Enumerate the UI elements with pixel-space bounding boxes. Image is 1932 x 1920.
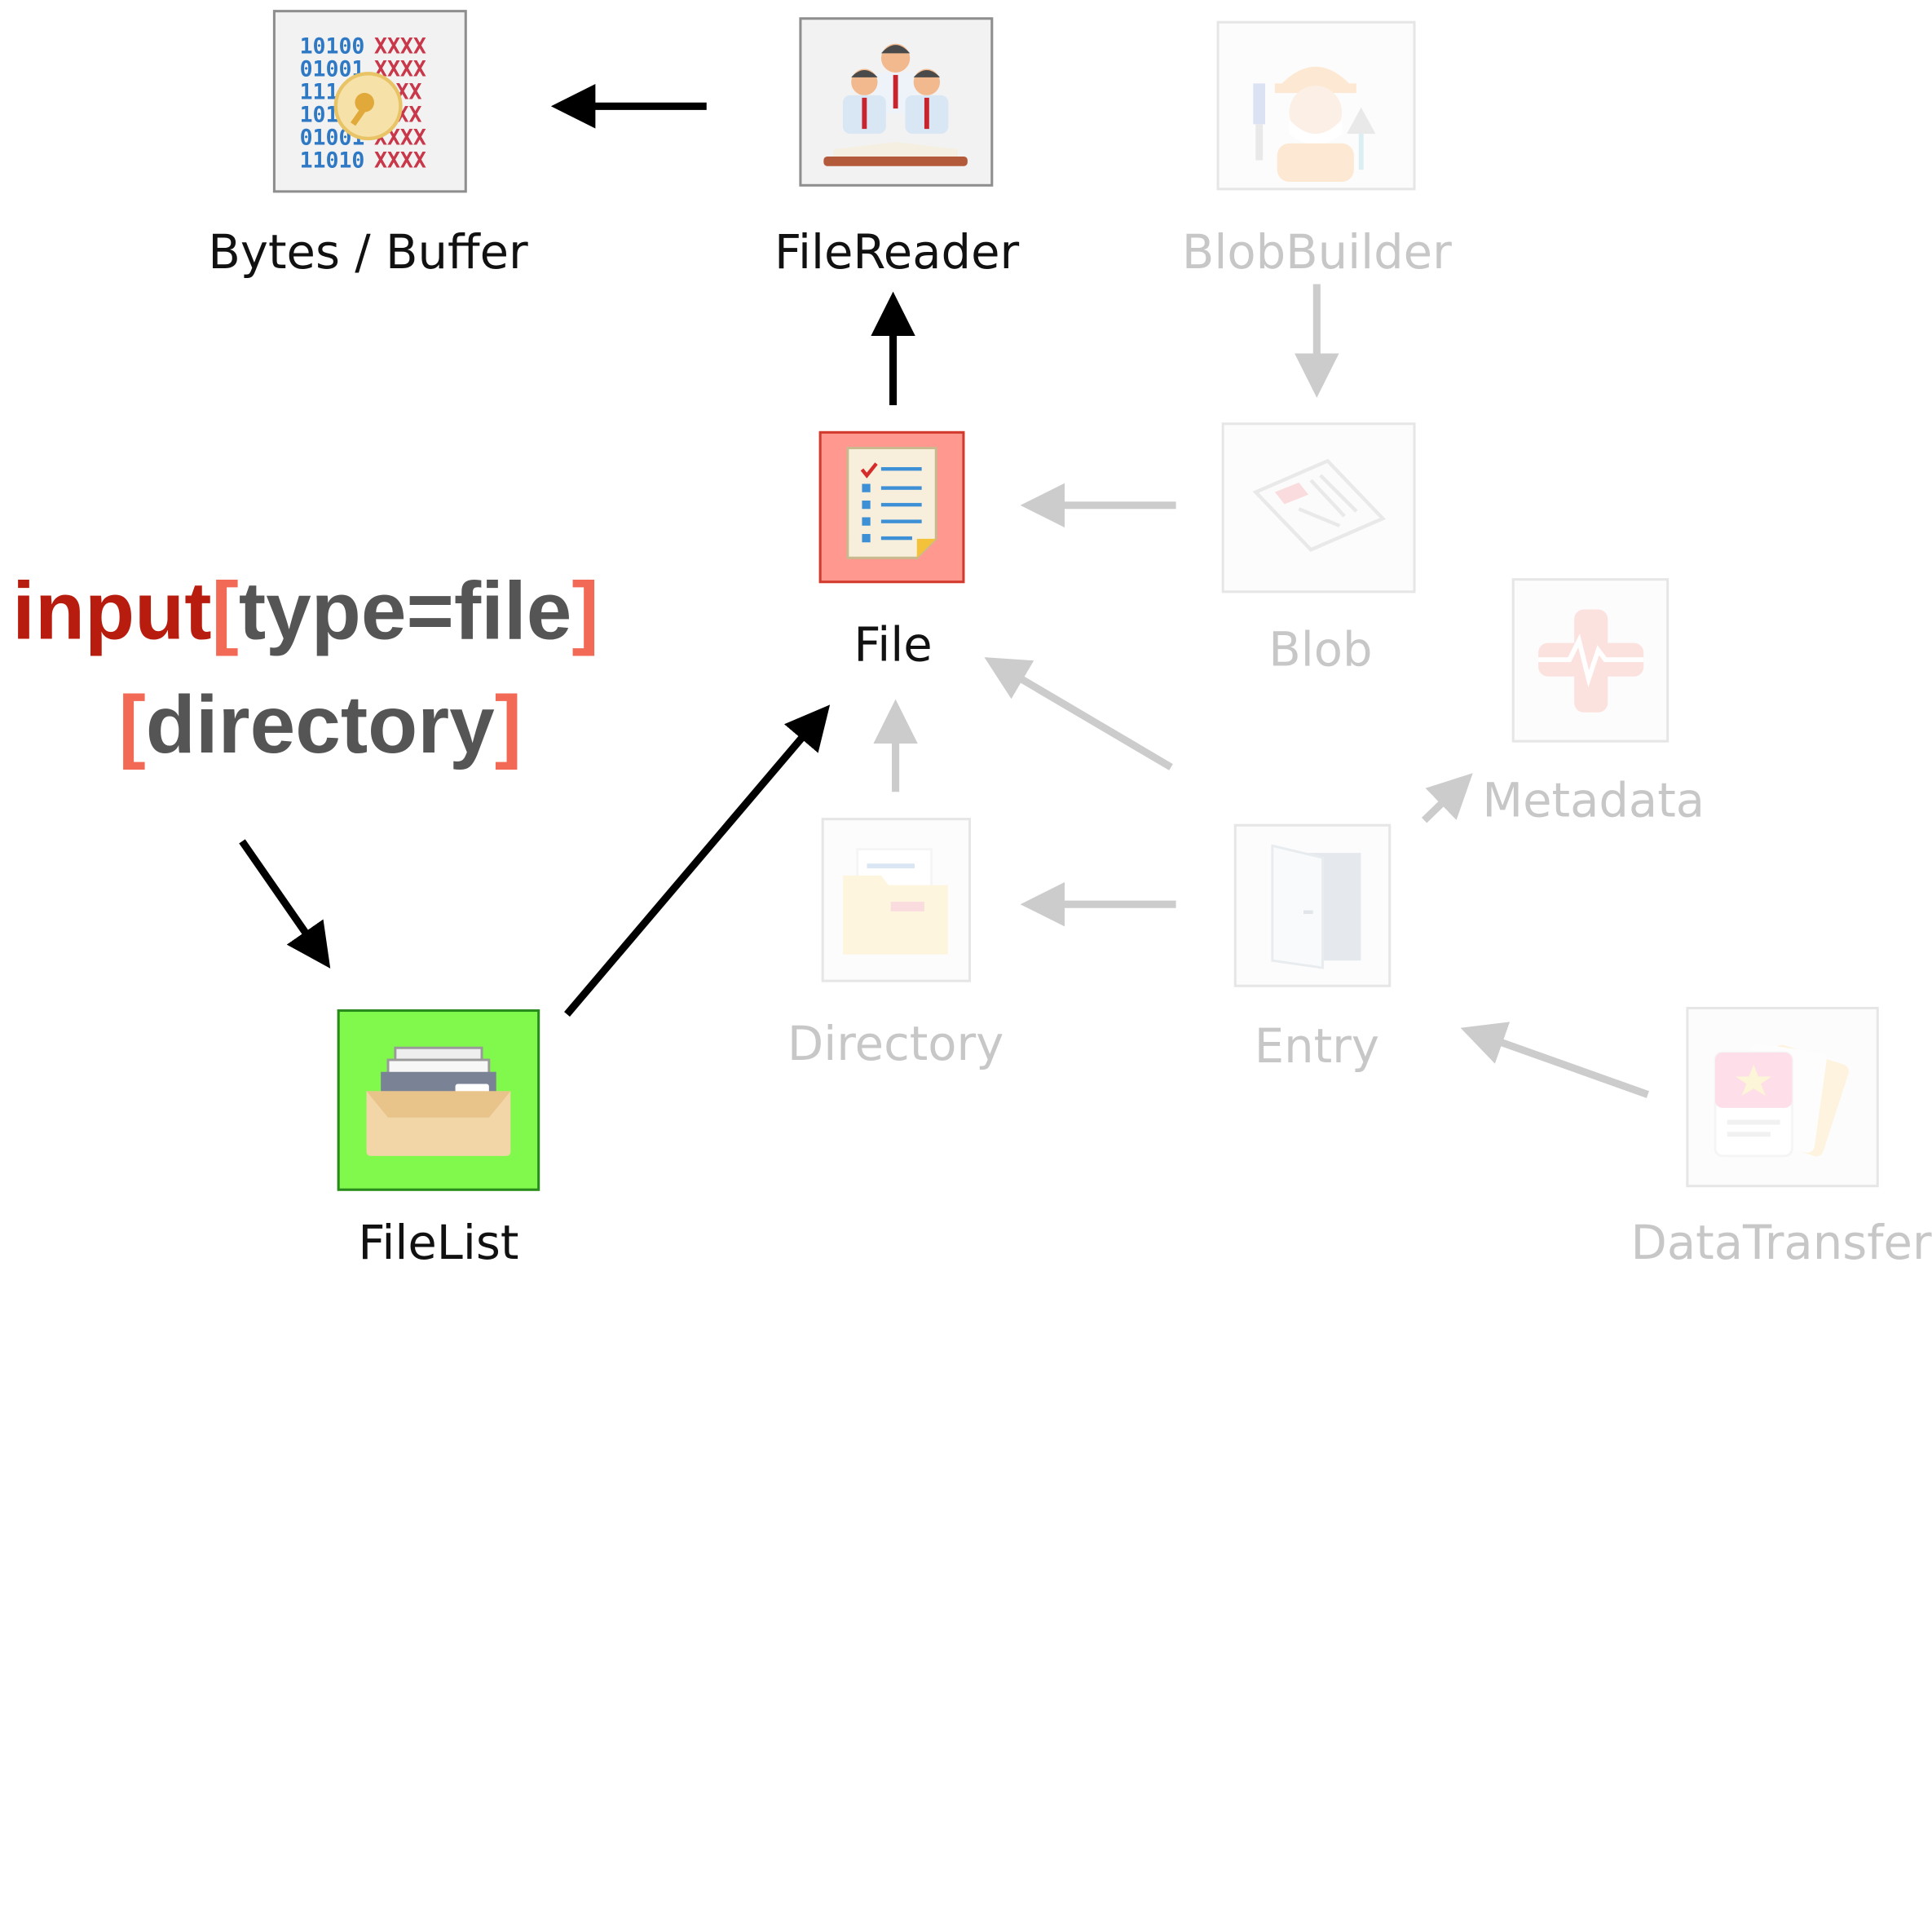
datatransfer-label: DataTransfer xyxy=(1630,1216,1932,1270)
selector-open-bracket-2: [ xyxy=(118,678,146,770)
selector-line-1: input[type=file] xyxy=(12,554,599,667)
folder-icon xyxy=(843,848,949,955)
builder-icon xyxy=(1253,66,1376,182)
bytes-buffer-label: Bytes / Buffer xyxy=(208,224,528,280)
door-icon xyxy=(1271,844,1361,969)
input-selector-caption: input[type=file] [directory] xyxy=(12,554,599,781)
newspaper-icon xyxy=(1252,458,1387,552)
svg-text:XXXX: XXXX xyxy=(374,148,426,173)
blobbuilder-label: BlobBuilder xyxy=(1181,224,1452,280)
selector-tag: input xyxy=(12,564,212,656)
selector-line-2: [directory] xyxy=(12,667,599,780)
selector-attribute: type=file xyxy=(238,564,572,656)
arrow-datatransfer-to-entry xyxy=(1460,1022,1649,1098)
blobbuilder-node xyxy=(1216,20,1416,191)
arrow-filelist-to-file xyxy=(564,704,831,1017)
document-checklist-icon xyxy=(846,447,937,559)
entry-node xyxy=(1233,823,1392,987)
svg-text:11010: 11010 xyxy=(300,148,365,173)
readers-icon xyxy=(823,43,968,166)
blob-node xyxy=(1221,422,1416,594)
filereader-label: FileReader xyxy=(774,224,1020,280)
metadata-label: Metadata xyxy=(1482,773,1705,828)
selector-open-bracket: [ xyxy=(211,564,239,656)
svg-text:10100: 10100 xyxy=(300,33,365,59)
selector-attribute-2: directory xyxy=(145,678,495,770)
directory-node xyxy=(821,818,972,982)
selector-close-bracket-2: ] xyxy=(494,678,523,770)
arrow-selector-to-filelist xyxy=(239,839,331,969)
svg-text:111: 111 xyxy=(300,79,339,104)
file-drawer-icon xyxy=(366,1046,511,1156)
filelist-label: FileList xyxy=(358,1216,519,1270)
metadata-node xyxy=(1511,578,1670,743)
datatransfer-node xyxy=(1686,1006,1879,1188)
file-label: File xyxy=(854,617,933,673)
filelist-node xyxy=(337,1009,540,1191)
arrows-layer xyxy=(239,84,1649,1098)
entry-label: Entry xyxy=(1254,1019,1379,1074)
selector-close-bracket: ] xyxy=(571,564,599,656)
directory-label: Directory xyxy=(787,1017,1004,1071)
filereader-node xyxy=(799,17,994,187)
svg-text:101: 101 xyxy=(300,102,339,127)
arrow-entry-to-metadata xyxy=(1421,773,1473,823)
file-node xyxy=(818,430,965,584)
arrow-entry-to-file xyxy=(984,657,1173,770)
cards-icon xyxy=(1714,1044,1849,1158)
medical-cross-icon xyxy=(1538,609,1644,713)
blob-label: Blob xyxy=(1268,622,1373,678)
svg-text:XXXX: XXXX xyxy=(374,33,426,59)
